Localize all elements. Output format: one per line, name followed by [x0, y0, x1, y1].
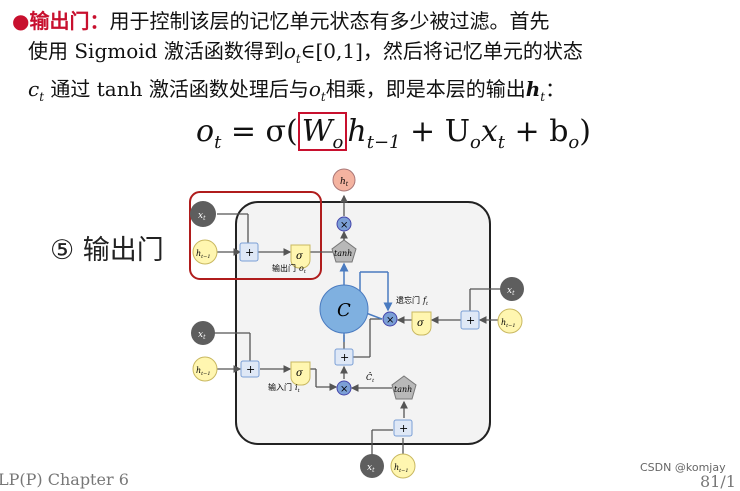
line2-text-b: ∈[0,1]，然后将记忆单元的状态 — [300, 39, 583, 63]
tanh-node-candidate — [391, 375, 417, 400]
formula-u-sub: o — [470, 132, 481, 153]
formula-w: W — [301, 114, 333, 149]
bullet-icon: ● — [12, 9, 30, 33]
line-2: 使用 Sigmoid 激活函数得到ot∈[0,1]，然后将记忆单元的状态 — [12, 36, 736, 74]
hprev-node-input — [192, 356, 218, 382]
hprev-label-candidate: ht−1 — [394, 463, 409, 474]
candidate-label: Ĉt — [366, 373, 375, 384]
var-o-sub: t — [295, 52, 301, 66]
var-o: o — [283, 39, 296, 63]
formula-lhs-sub: t — [214, 132, 222, 153]
hprev-label-forget: ht−1 — [501, 318, 516, 329]
formula-w-highlight: Wo — [297, 112, 348, 153]
line1-text: 用于控制该层的记忆单元状态有多少被过滤。首先 — [109, 9, 550, 33]
sigma-node-output — [290, 244, 311, 269]
formula-h: h — [347, 114, 367, 149]
hprev-node-candidate — [390, 453, 416, 479]
x-input-node-output — [190, 201, 216, 227]
var-c: c — [28, 77, 40, 101]
plus-node-candidate — [393, 419, 413, 437]
plus-node-output — [239, 242, 259, 262]
plus-node-cell — [334, 348, 354, 366]
line-1: ●输出门：用于控制该层的记忆单元状态有多少被过滤。首先 — [12, 6, 736, 36]
formula-x: x — [480, 114, 498, 149]
x-label-forget: xt — [507, 286, 515, 297]
formula-plus-b: + b — [505, 114, 569, 149]
formula-close: ) — [579, 114, 591, 149]
h-out-label: ht — [340, 177, 349, 188]
formula-plus-u: + U — [400, 114, 470, 149]
var-o2: o — [308, 77, 321, 101]
multiply-node-input — [336, 380, 352, 396]
h-out-node — [332, 168, 356, 192]
cell-state-label: C — [337, 300, 351, 321]
line-3: ct 通过 tanh 激活函数处理后与ot相乘，即是本层的输出ht： — [12, 74, 736, 112]
multiply-symbol-input: × — [340, 384, 348, 395]
hprev-label-output: ht−1 — [196, 249, 211, 260]
plus-node-forget — [460, 310, 480, 330]
plus-symbol-forget: + — [466, 314, 475, 327]
line3-text-b: 相乘，即是本层的输出 — [325, 77, 526, 101]
sigma-symbol-output: σ — [296, 251, 304, 262]
multiply-symbol-output: × — [340, 220, 348, 231]
footer-chapter: LP(P) Chapter 6 — [0, 470, 129, 489]
formula-b-sub: o — [568, 132, 580, 153]
heading-output-gate: 输出门： — [29, 9, 110, 33]
sigma-symbol-input: σ — [296, 368, 304, 379]
tanh-label-output: tanh — [334, 249, 352, 258]
cell-state-node — [319, 284, 369, 334]
hprev-node-output — [192, 239, 218, 265]
tanh-label-candidate: tanh — [394, 385, 412, 394]
x-label-input: xt — [198, 330, 206, 341]
plus-symbol-output: + — [245, 246, 254, 259]
line2-text-a: 使用 Sigmoid 激活函数得到 — [28, 39, 284, 63]
formula-w-sub: o — [332, 132, 344, 153]
x-input-node-candidate — [360, 454, 384, 478]
x-label-output: xt — [198, 211, 206, 222]
tanh-node-output — [331, 239, 357, 263]
sigma-node-forget — [411, 311, 432, 336]
description-paragraph: ●输出门：用于控制该层的记忆单元状态有多少被过滤。首先 使用 Sigmoid 激… — [12, 6, 736, 112]
plus-symbol-candidate: + — [399, 422, 408, 435]
multiply-node-forget — [382, 311, 398, 327]
hprev-node-forget — [497, 308, 523, 334]
formula-eq: = σ( — [221, 114, 298, 149]
multiply-symbol-forget: × — [386, 315, 394, 326]
page-number: 81/1 — [700, 472, 736, 491]
section-label: ⑤ 输出门 — [50, 235, 164, 266]
multiply-node-output — [336, 216, 352, 232]
sigma-node-input — [290, 361, 311, 386]
line3-text-a: 通过 tanh 激活函数处理后与 — [44, 77, 309, 101]
hprev-label-input: ht−1 — [196, 366, 211, 377]
formula-h-sub: t−1 — [366, 132, 401, 153]
watermark: CSDN @komjay — [640, 461, 726, 474]
var-h-sub: t — [540, 90, 546, 104]
var-c-sub: t — [39, 90, 45, 104]
formula-x-sub: t — [497, 132, 505, 153]
x-label-candidate: xt — [367, 463, 375, 474]
sigma-symbol-forget: σ — [417, 318, 425, 329]
plus-node-input — [240, 360, 260, 378]
line3-end: ： — [545, 77, 566, 101]
cell-state-lines — [339, 262, 393, 342]
x-input-node-input — [191, 321, 215, 345]
var-h: h — [525, 77, 541, 101]
var-o2-sub: t — [320, 90, 326, 104]
plus-symbol-input: + — [246, 363, 255, 376]
formula-lhs: o — [196, 114, 215, 149]
x-input-node-forget — [500, 277, 524, 301]
output-gate-highlight-box — [189, 191, 322, 280]
plus-symbol-cell: + — [340, 351, 349, 364]
